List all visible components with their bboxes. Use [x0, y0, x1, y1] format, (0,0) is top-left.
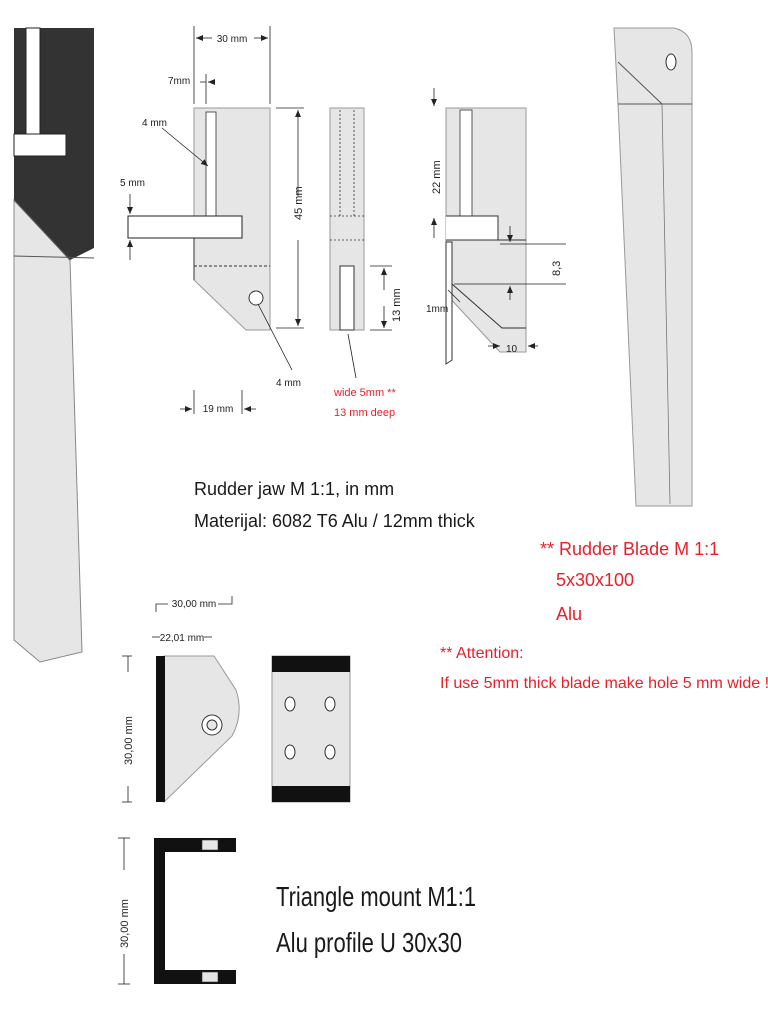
rudder-jaw-front-view: [127, 107, 271, 331]
left-blade-tab: [13, 133, 67, 157]
mount-dim-30-top: 30,00 mm: [172, 599, 216, 610]
jaw-dim-4-top: 4 mm: [142, 118, 167, 129]
u-dim-30: 30,00 mm: [119, 899, 131, 948]
mount-caption-2: Alu profile U 30x30: [276, 927, 462, 958]
mount-dim-30-side: 30,00 mm: [123, 716, 135, 765]
side-dimensions: [347, 265, 392, 379]
mount-inner-hole: [206, 719, 218, 731]
mount-dim-22: 22,01 mm: [160, 633, 204, 644]
left-blade-slot: [25, 27, 41, 135]
jaw-dim-45: 45 mm: [293, 186, 305, 220]
left-blade-light-section: [13, 198, 83, 663]
left-rudder-blade: [13, 27, 95, 663]
u-profile-dimensions: [118, 837, 130, 985]
jaw-caption-1: Rudder jaw M 1:1, in mm: [194, 479, 394, 499]
triangle-mount-dimensions: [122, 596, 233, 803]
blade-line-1: ** Rudder Blade M 1:1: [540, 539, 719, 559]
jaw-dimensions: [127, 26, 304, 414]
triangle-mount-top: [271, 655, 351, 803]
jaw-dim-7: 7mm: [168, 76, 190, 87]
attention-1: ** Attention:: [440, 645, 524, 662]
detail-dim-10: 10: [506, 344, 518, 355]
mount-bolt-hole: [324, 744, 336, 760]
detail-dim-1: 1mm: [426, 304, 448, 315]
jaw-dim-19: 19 mm: [203, 404, 234, 415]
mount-bolt-hole: [284, 696, 296, 712]
attention-2: If use 5mm thick blade make hole 5 mm wi…: [440, 675, 768, 692]
detail-dimensions: [431, 88, 566, 349]
slot-note-1: wide 5mm **: [333, 387, 396, 399]
blade-line-3: Alu: [556, 604, 582, 624]
detail-dim-22: 22 mm: [431, 160, 443, 194]
right-blade-hole: [665, 53, 677, 71]
mount-bolt-hole: [284, 744, 296, 760]
jaw-dim-30: 30 mm: [217, 34, 248, 45]
jaw-dim-5: 5 mm: [120, 178, 145, 189]
detail-dim-8-3: 8,3: [551, 261, 563, 276]
jaw-tiller-arm: [127, 215, 243, 239]
jaw-slot: [205, 111, 217, 217]
rudder-jaw-side-view: [329, 107, 365, 331]
triangle-mount-front: [156, 655, 240, 804]
mount-bolt-hole: [324, 696, 336, 712]
jaw-caption-2: Materijal: 6082 T6 Alu / 12mm thick: [194, 511, 476, 531]
side-slot: [339, 265, 355, 331]
side-dim-13: 13 mm: [391, 288, 403, 322]
u-profile: [154, 838, 236, 984]
mount-front-bar: [156, 656, 165, 802]
right-rudder-blade: [613, 27, 693, 507]
jaw-dim-4-hole: 4 mm: [276, 378, 301, 389]
blade-line-2: 5x30x100: [556, 570, 634, 590]
jaw-hole: [248, 290, 264, 306]
slot-note-2: 13 mm deep: [334, 407, 395, 419]
mount-caption-1: Triangle mount M1:1: [276, 881, 476, 912]
rudder-jaw-detail-view: [445, 107, 527, 365]
